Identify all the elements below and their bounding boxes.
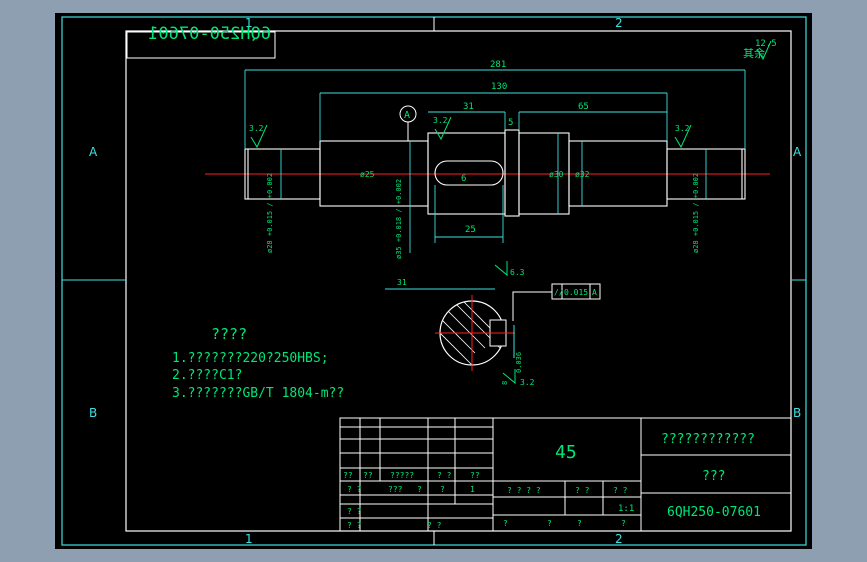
- roughness-section-top: 6.3: [510, 268, 525, 277]
- dim-5: 5: [508, 118, 513, 128]
- section-key-width: 8: [501, 381, 509, 385]
- dim-dia-28-left: ø28 +0.015 / +0.002: [266, 173, 274, 253]
- grid-col-2-top: 2: [615, 16, 623, 30]
- drawing-number: 6QH250-07601: [667, 505, 761, 520]
- tb-row-a-4: 1: [470, 485, 475, 494]
- tb-header-2: ?????: [390, 471, 414, 480]
- tb-sheet-0: ?: [503, 519, 508, 528]
- notes-line-2: 2.????C1?: [172, 368, 242, 383]
- grid-row-a-right: A: [793, 145, 802, 159]
- tb-row-a-2: ?: [417, 485, 422, 494]
- grid-row-a-left: A: [89, 145, 98, 159]
- section-key-depth: 31: [397, 278, 407, 287]
- drawing-canvas: 1 2 1 2 A A B B 6QH250-07601 12.5 其余: [55, 13, 812, 549]
- tb-row-a-3: ?: [440, 485, 445, 494]
- tb-sheet-2: ?: [577, 519, 582, 528]
- notes-line-1: 1.???????220?250HBS;: [172, 351, 329, 366]
- tol-value: 0.015: [564, 288, 588, 297]
- tb-sheet-3: ?: [621, 519, 626, 528]
- roughness-corner-label: 其余: [743, 46, 765, 60]
- datum-a-label: A: [404, 110, 410, 121]
- company-name: ????????????: [661, 432, 755, 447]
- roughness-section-bottom: 3.2: [520, 378, 535, 387]
- tb-header-0: ??: [343, 471, 353, 480]
- scale: 1:1: [618, 504, 634, 514]
- tb-row-c-0: ? ?: [347, 521, 362, 530]
- tb-row-a-0: ? ?: [347, 485, 362, 494]
- tb-row-c-1: ? ?: [427, 521, 442, 530]
- grid-col-1-bottom: 1: [245, 532, 253, 546]
- dim-dia-28-right: ø28 +0.015 / +0.002: [692, 173, 700, 253]
- dim-31: 31: [463, 102, 474, 112]
- dim-keyway-length: 25: [465, 225, 476, 235]
- part-code-mirrored-group: 6QH250-07601: [148, 24, 271, 44]
- inner-frame: [125, 30, 792, 532]
- tb-sheet-1: ?: [547, 519, 552, 528]
- tb-row-a-1: ???: [388, 485, 403, 494]
- tb-header-1: ??: [363, 471, 373, 480]
- shaft-outline: [244, 129, 746, 217]
- dimension-lines: [244, 69, 746, 253]
- grid-col-1-top: 1: [245, 16, 253, 30]
- dim-130: 130: [491, 82, 507, 92]
- grid-row-b-left: B: [89, 406, 97, 420]
- part-code-box: [126, 31, 276, 59]
- tb-row-b-0: ? ?: [347, 507, 362, 516]
- tb-header-3: ? ?: [437, 471, 452, 480]
- dim-dia-30: ø30: [549, 170, 564, 179]
- dim-6: 6: [461, 174, 466, 184]
- tb-stage-1: ? ?: [575, 486, 590, 495]
- section-tol: 0.036: [515, 352, 523, 373]
- tol-symbol: //: [554, 288, 564, 297]
- grid-col-2-bottom: 2: [615, 532, 623, 546]
- roughness-corner-icon: [756, 40, 772, 61]
- grid-row-b-right: B: [793, 406, 801, 420]
- tb-stage-2: ? ?: [613, 486, 628, 495]
- dim-dia-35: ø35 +0.018 / +0.002: [395, 179, 403, 259]
- part-name: ???: [702, 469, 725, 484]
- dim-65: 65: [578, 102, 589, 112]
- outer-frame: [61, 16, 807, 546]
- material: 45: [555, 442, 577, 463]
- cad-drawing: 1 2 1 2 A A B B 6QH250-07601 12.5 其余: [61, 16, 807, 546]
- title-block-grid: [339, 417, 792, 532]
- part-code-mirrored: 6QH250-07601: [148, 24, 271, 44]
- dim-overall-length: 281: [490, 60, 506, 70]
- dim-dia-32: ø32: [575, 170, 590, 179]
- roughness-corner-value: 12.5: [755, 39, 777, 49]
- notes-title: ????: [211, 325, 247, 343]
- roughness-mid: 3.2: [433, 116, 448, 125]
- roughness-left: 3.2: [249, 124, 264, 133]
- tb-stage-0: ? ? ? ?: [507, 486, 541, 495]
- notes-line-3: 3.???????GB/T 1804-m??: [172, 386, 344, 401]
- tol-leader: [512, 291, 552, 321]
- tol-datum: A: [592, 288, 597, 297]
- dim-dia-25-left: ø25: [360, 170, 375, 179]
- roughness-symbols: [250, 116, 692, 385]
- roughness-right: 3.2: [675, 124, 690, 133]
- tb-header-4: ??: [470, 471, 480, 480]
